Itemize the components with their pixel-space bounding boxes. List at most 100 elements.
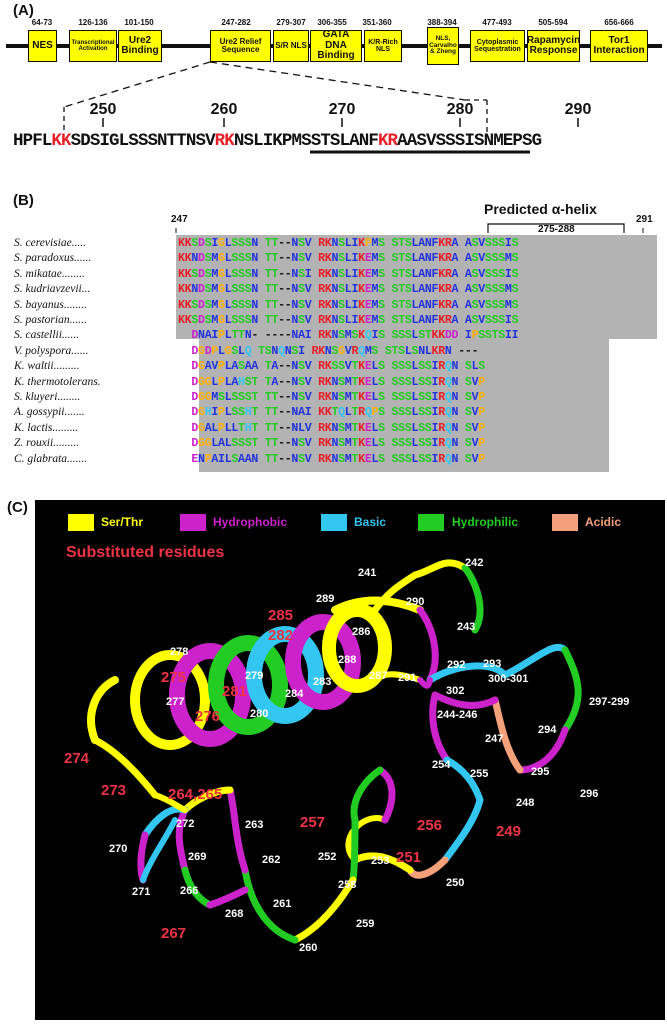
legend-swatch [552, 514, 578, 531]
species-label: S. pastorian...... [14, 314, 87, 326]
residue: G [198, 421, 205, 435]
residue: S [264, 344, 272, 358]
residue: I [211, 406, 219, 420]
residue: L [411, 437, 419, 451]
residue: K [431, 329, 439, 343]
residue: - [284, 452, 292, 466]
residue: T [264, 375, 272, 389]
seq-part: NSLIKPMSS [233, 131, 321, 151]
residue: I [431, 406, 439, 420]
residue: - [284, 421, 292, 435]
residue: S [418, 437, 425, 451]
residue: S [498, 283, 505, 297]
alignment-start-label: 247 [171, 214, 188, 225]
domain-tor1-interaction: Tor1 Interaction [590, 30, 648, 62]
residue: S [424, 452, 432, 466]
residue: S [378, 375, 385, 389]
residue: V [304, 252, 312, 266]
residue: K [184, 237, 192, 250]
residue: T [271, 391, 279, 404]
residue [258, 422, 265, 435]
residue: T [264, 314, 272, 327]
residue: S [398, 406, 405, 420]
residue: N [331, 252, 339, 266]
legend-swatch [418, 514, 444, 531]
residue [458, 314, 465, 327]
residue-label: 260 [299, 942, 318, 954]
species-label: S. mikatae........ [14, 267, 85, 280]
residue: T [251, 421, 259, 435]
residue: I [304, 267, 312, 281]
residue: M [504, 283, 512, 297]
residue: Q [444, 391, 452, 404]
domain-label: Rapamycin Response [526, 34, 581, 56]
residue: - [278, 406, 285, 420]
residue: S [398, 452, 405, 466]
residue: L [471, 360, 479, 374]
residue: S [424, 437, 432, 451]
residue: T [271, 283, 279, 297]
residue: - [284, 252, 292, 266]
residue: S [298, 391, 305, 404]
residue: G [204, 391, 212, 404]
residue: R [444, 267, 452, 281]
residue: L [411, 360, 419, 374]
residue: G [218, 314, 225, 327]
residue-label: 293 [483, 658, 502, 670]
residue: V [304, 283, 312, 297]
residue: F [431, 298, 439, 312]
residue: P [211, 344, 219, 358]
residue: N [331, 267, 339, 281]
residue: G [198, 437, 205, 451]
residue: S [231, 437, 239, 451]
residue: K [358, 237, 365, 250]
residue: V [304, 437, 312, 451]
residue: N [244, 329, 252, 343]
residue [385, 283, 392, 296]
residue: S [378, 252, 385, 266]
residue: I [351, 298, 359, 312]
residue: S [398, 421, 405, 435]
residue [178, 391, 185, 404]
residue: M [211, 314, 219, 327]
residue: K [178, 252, 185, 266]
residue: S [238, 237, 245, 250]
domain-range: 306-355 [317, 18, 347, 27]
residue: S [231, 237, 239, 250]
residue: R [318, 452, 325, 466]
residue: S [191, 237, 199, 250]
residue: Q [444, 437, 452, 451]
residue-label: 295 [531, 766, 550, 778]
residue [258, 376, 265, 389]
residue: S [238, 252, 245, 266]
residue [385, 360, 392, 373]
residue: - [471, 344, 479, 358]
residue: K [358, 360, 365, 374]
residue: P [218, 375, 225, 389]
residue: V [478, 237, 485, 250]
residue: L [411, 267, 419, 281]
species-label: S. kluyeri........ [14, 391, 81, 403]
residue: Q [364, 406, 372, 420]
residue: A [464, 252, 472, 266]
residue: V [304, 314, 312, 327]
residue: N [451, 375, 459, 389]
domain-range: 101-150 [124, 18, 154, 27]
domain-label: NES [32, 39, 53, 51]
residue: S [498, 314, 505, 327]
residue [458, 391, 465, 404]
residue-label: 278 [170, 646, 189, 658]
residue: L [411, 298, 419, 312]
residue: S [204, 283, 212, 297]
residue-label: 279 [245, 670, 264, 682]
residue: S [418, 329, 425, 343]
residue: M [211, 298, 219, 312]
residue: S [351, 329, 359, 343]
residue: L [224, 360, 232, 374]
residue: K [178, 314, 185, 327]
residue: S [471, 237, 479, 250]
residue: S [391, 252, 399, 266]
residue: - [278, 237, 285, 250]
domain-range: 126-136 [78, 18, 108, 27]
residue: S [404, 421, 412, 435]
